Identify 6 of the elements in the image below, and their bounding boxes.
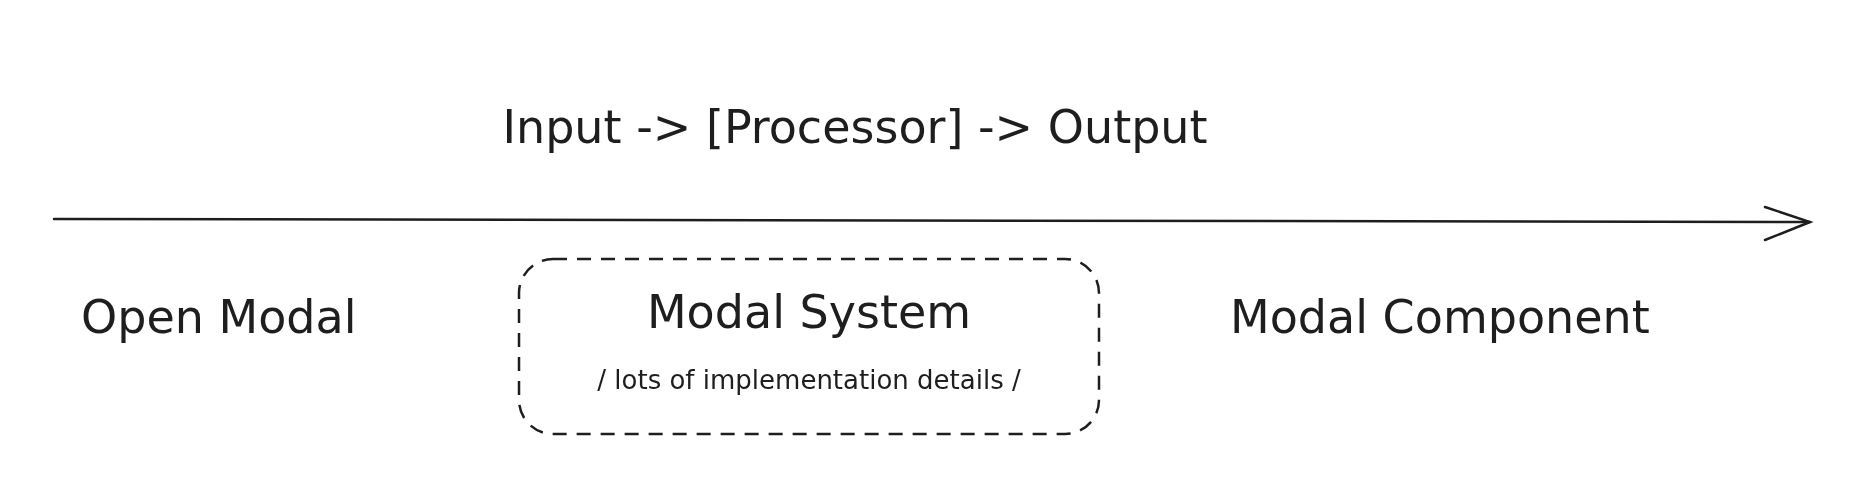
heading: Input -> [Processor] -> Output bbox=[502, 100, 1208, 154]
box-title: Modal System bbox=[646, 285, 972, 339]
label: Open Modal bbox=[81, 290, 357, 344]
dashed-box bbox=[517, 257, 1101, 436]
box-subtitle: / lots of implementation details / bbox=[597, 365, 1021, 395]
label: Modal Component bbox=[1230, 290, 1650, 344]
